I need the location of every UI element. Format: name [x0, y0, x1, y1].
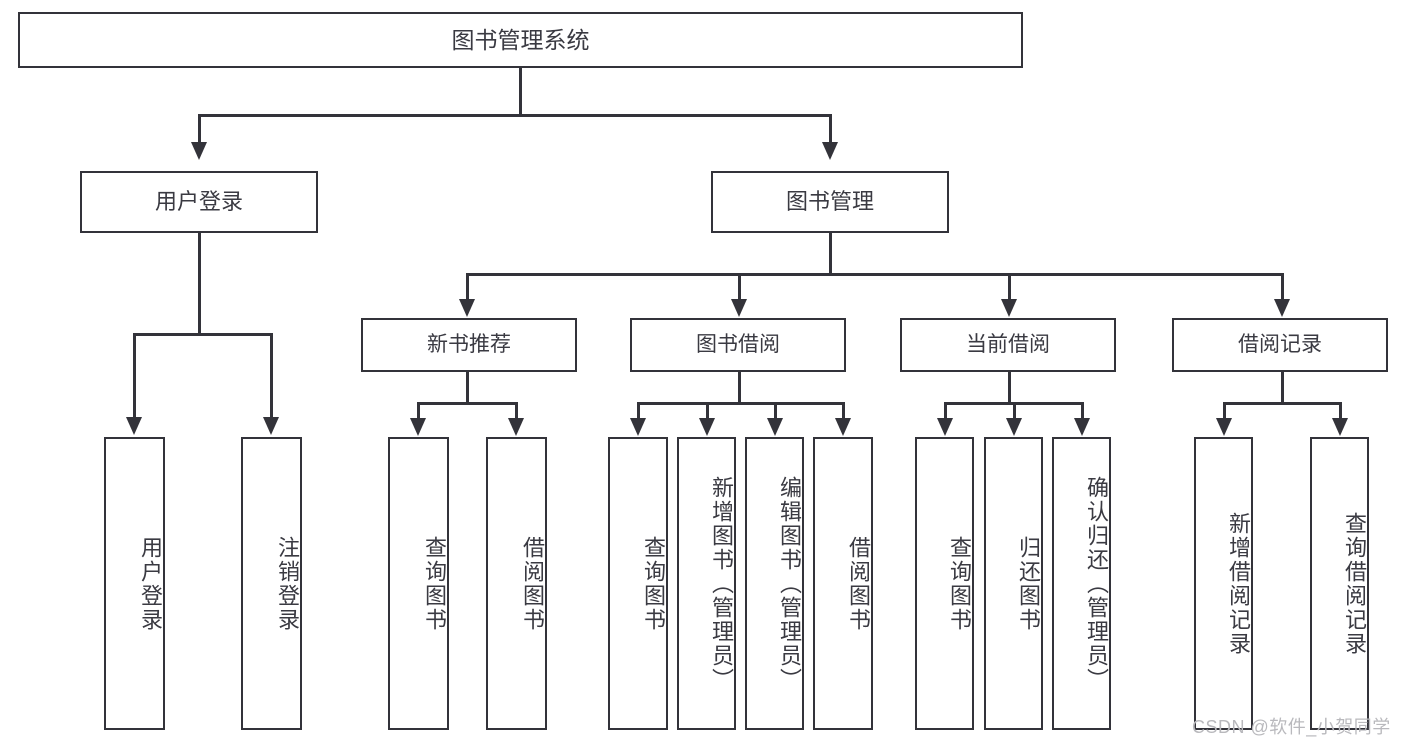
- arrow-current-borrow-leaf-1: [937, 418, 953, 436]
- arrow-new-book-leaf-2: [508, 418, 524, 436]
- connector-current-borrow-leaf-2: [1013, 402, 1016, 420]
- arrow-new-book-leaf-1: [410, 418, 426, 436]
- connector-user-login-stem: [198, 233, 201, 335]
- arrow-bm-to-borrow-record: [1274, 299, 1290, 317]
- leaf-label: 新增图书（管理员）: [709, 475, 734, 692]
- arrow-book-borrow-leaf-2: [699, 418, 715, 436]
- node-borrow-record[interactable]: 借阅记录: [1172, 318, 1388, 372]
- connector-book-management-stem: [829, 233, 832, 275]
- leaf-label: 编辑图书（管理员）: [777, 475, 802, 692]
- connector-bm-to-current-borrow: [1008, 273, 1011, 301]
- node-label: 新书推荐: [427, 333, 511, 357]
- leaf-current-borrow-confirm-return-admin[interactable]: 确认归还（管理员）: [1052, 437, 1111, 730]
- connector-user-login-bus: [133, 333, 271, 336]
- connector-book-borrow-leaf-2: [706, 402, 709, 420]
- arrow-bm-to-new-book: [459, 299, 475, 317]
- arrow-current-borrow-leaf-3: [1074, 418, 1090, 436]
- leaf-user-login-login[interactable]: 用户登录: [104, 437, 165, 730]
- connector-root-bus: [198, 114, 831, 117]
- node-root-book-management-system[interactable]: 图书管理系统: [18, 12, 1023, 68]
- connector-bm-to-book-borrow: [738, 273, 741, 301]
- leaf-label: 查询借阅记录: [1342, 511, 1367, 656]
- connector-current-borrow-leaf-1: [944, 402, 947, 420]
- connector-current-borrow-leaf-3: [1081, 402, 1084, 420]
- leaf-current-borrow-return-book[interactable]: 归还图书: [984, 437, 1043, 730]
- leaf-label: 用户登录: [138, 535, 163, 632]
- leaf-label: 查询图书: [422, 535, 447, 632]
- arrow-current-borrow-leaf-2: [1006, 418, 1022, 436]
- connector-current-borrow-bus: [944, 402, 1081, 405]
- arrow-book-borrow-leaf-1: [630, 418, 646, 436]
- connector-borrow-record-leaf-2: [1339, 402, 1342, 420]
- leaf-book-borrow-add-book-admin[interactable]: 新增图书（管理员）: [677, 437, 736, 730]
- connector-root-to-user-login: [198, 114, 201, 144]
- arrow-borrow-record-leaf-1: [1216, 418, 1232, 436]
- node-book-management[interactable]: 图书管理: [711, 171, 949, 233]
- arrow-user-login-leaf-1: [126, 417, 142, 435]
- leaf-label: 查询图书: [641, 535, 666, 632]
- leaf-user-login-logout[interactable]: 注销登录: [241, 437, 302, 730]
- connector-new-book-stem: [466, 372, 469, 404]
- leaf-label: 归还图书: [1016, 535, 1041, 632]
- leaf-book-borrow-query-book[interactable]: 查询图书: [608, 437, 668, 730]
- connector-new-book-leaf-1: [417, 402, 420, 420]
- connector-book-management-bus: [466, 273, 1283, 276]
- connector-book-borrow-leaf-1: [637, 402, 640, 420]
- leaf-current-borrow-query-book[interactable]: 查询图书: [915, 437, 974, 730]
- arrow-book-borrow-leaf-4: [835, 418, 851, 436]
- arrow-user-login-leaf-2: [263, 417, 279, 435]
- node-label: 用户登录: [154, 188, 243, 214]
- leaf-borrow-record-query-record[interactable]: 查询借阅记录: [1310, 437, 1369, 730]
- leaf-label: 注销登录: [275, 535, 300, 632]
- leaf-label: 查询图书: [947, 535, 972, 632]
- connector-root-stem: [519, 68, 522, 115]
- connector-root-to-book-management: [829, 114, 832, 144]
- leaf-label: 借阅图书: [520, 535, 545, 632]
- arrow-root-to-book-management: [822, 142, 838, 160]
- node-current-borrow[interactable]: 当前借阅: [900, 318, 1116, 372]
- connector-borrow-record-leaf-1: [1223, 402, 1226, 420]
- arrow-book-borrow-leaf-3: [767, 418, 783, 436]
- leaf-borrow-record-add-record[interactable]: 新增借阅记录: [1194, 437, 1253, 730]
- connector-borrow-record-bus: [1223, 402, 1339, 405]
- connector-book-borrow-leaf-4: [842, 402, 845, 420]
- csdn-watermark: CSDN @软件_小贺同学: [1192, 717, 1391, 737]
- node-label: 图书管理: [785, 188, 874, 214]
- node-label: 图书管理系统: [451, 26, 590, 53]
- node-label: 借阅记录: [1238, 333, 1322, 357]
- leaf-book-borrow-borrow-book[interactable]: 借阅图书: [813, 437, 873, 730]
- node-new-book-recommend[interactable]: 新书推荐: [361, 318, 577, 372]
- connector-book-borrow-leaf-3: [774, 402, 777, 420]
- connector-user-login-leaf-2: [270, 333, 273, 419]
- node-book-borrow[interactable]: 图书借阅: [630, 318, 846, 372]
- arrow-bm-to-book-borrow: [731, 299, 747, 317]
- arrow-borrow-record-leaf-2: [1332, 418, 1348, 436]
- leaf-new-book-borrow-book[interactable]: 借阅图书: [486, 437, 547, 730]
- connector-book-borrow-stem: [738, 372, 741, 404]
- leaf-label: 新增借阅记录: [1226, 511, 1251, 656]
- leaf-book-borrow-edit-book-admin[interactable]: 编辑图书（管理员）: [745, 437, 804, 730]
- connector-bm-to-new-book: [466, 273, 469, 301]
- arrow-root-to-user-login: [191, 142, 207, 160]
- connector-current-borrow-stem: [1008, 372, 1011, 404]
- connector-bm-to-borrow-record: [1281, 273, 1284, 301]
- leaf-label: 借阅图书: [846, 535, 871, 632]
- leaf-label: 确认归还（管理员）: [1084, 475, 1109, 692]
- node-label: 当前借阅: [966, 333, 1050, 357]
- node-label: 图书借阅: [696, 333, 780, 357]
- connector-user-login-leaf-1: [133, 333, 136, 419]
- connector-new-book-bus: [417, 402, 515, 405]
- leaf-new-book-query-book[interactable]: 查询图书: [388, 437, 449, 730]
- node-user-login[interactable]: 用户登录: [80, 171, 318, 233]
- connector-new-book-leaf-2: [515, 402, 518, 420]
- arrow-bm-to-current-borrow: [1001, 299, 1017, 317]
- connector-book-borrow-bus: [637, 402, 843, 405]
- connector-borrow-record-stem: [1281, 372, 1284, 404]
